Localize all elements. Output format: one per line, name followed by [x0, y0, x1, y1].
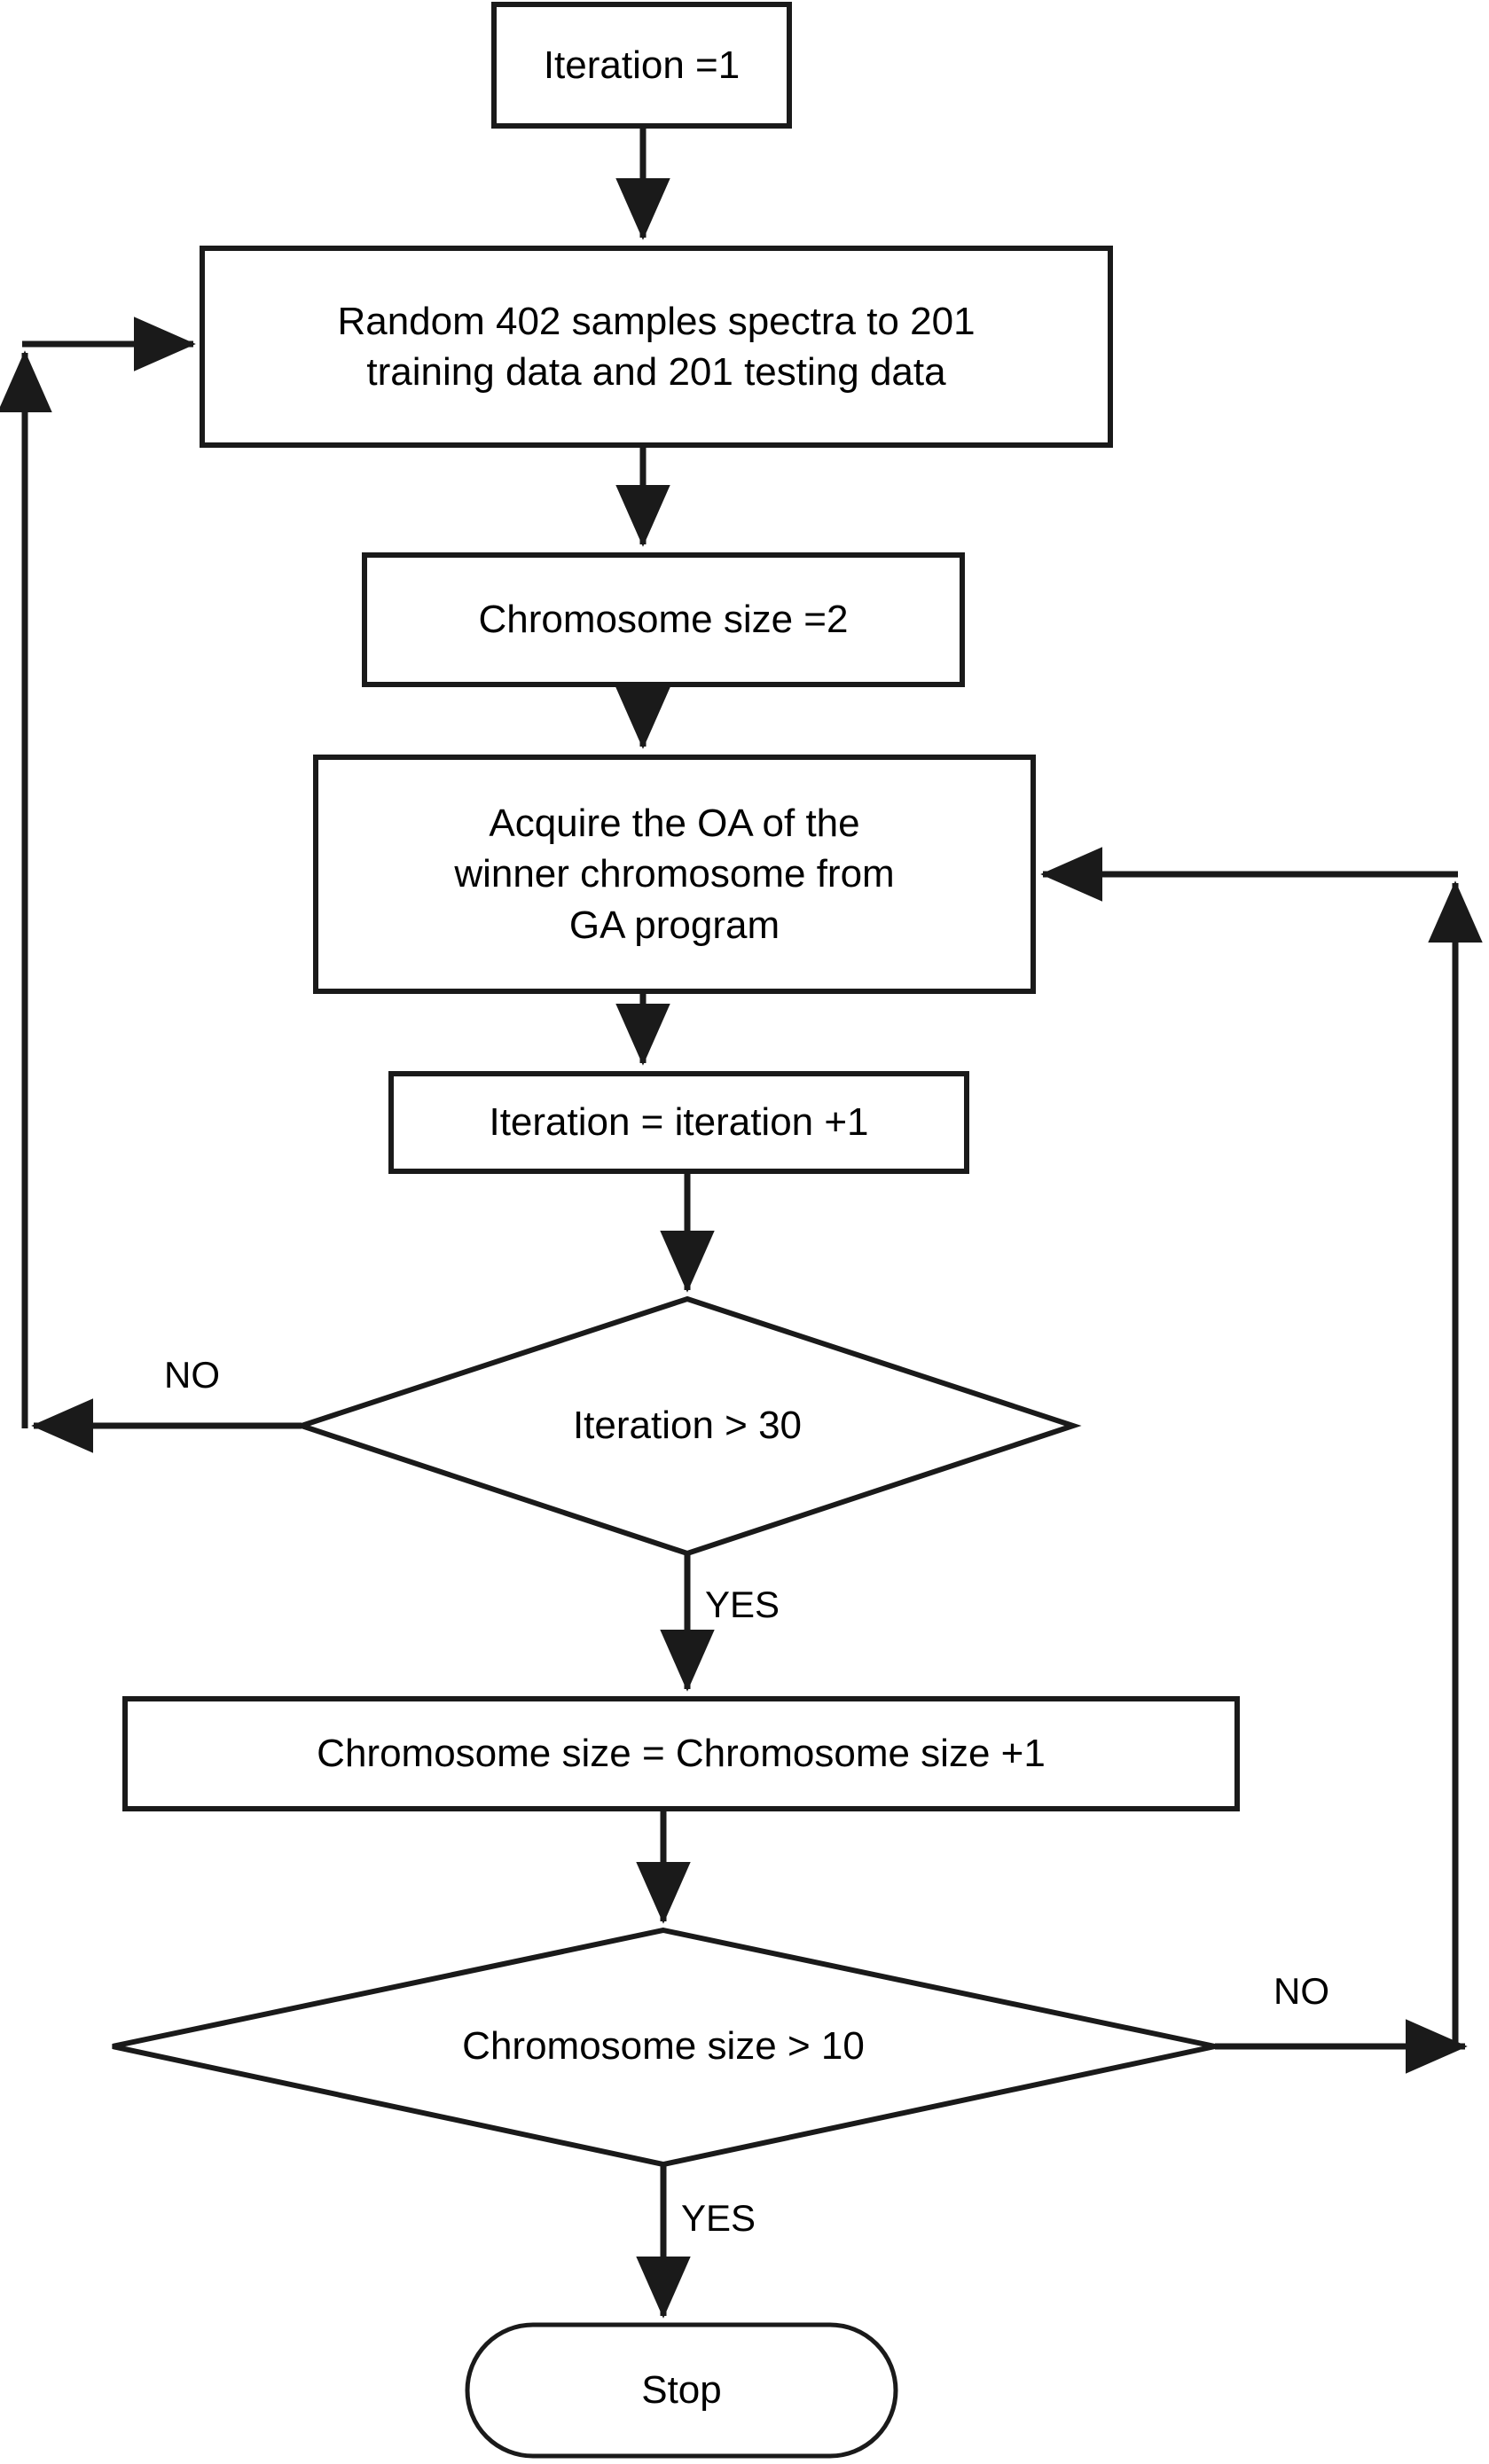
node-shape-chromosome-check	[112, 1927, 1216, 2168]
node-shape-iteration-check	[293, 1295, 1082, 1557]
node-shape-acquire-oa	[313, 755, 1036, 994]
node-shape-chromosome-increment	[122, 1696, 1240, 1811]
edge-label-iteration-yes: YES	[705, 1584, 780, 1625]
node-shape-iteration-increment	[388, 1071, 969, 1174]
node-shape-random-split	[200, 246, 1113, 448]
edge-label-chromosome-no: NO	[1273, 1970, 1329, 2012]
node-shape-start-iteration	[491, 2, 792, 129]
node-shape-stop	[465, 2322, 898, 2459]
edge-label-chromosome-yes: YES	[681, 2197, 756, 2239]
edge-label-iteration-no: NO	[164, 1354, 220, 1396]
node-shape-chromosome-init	[362, 552, 965, 687]
